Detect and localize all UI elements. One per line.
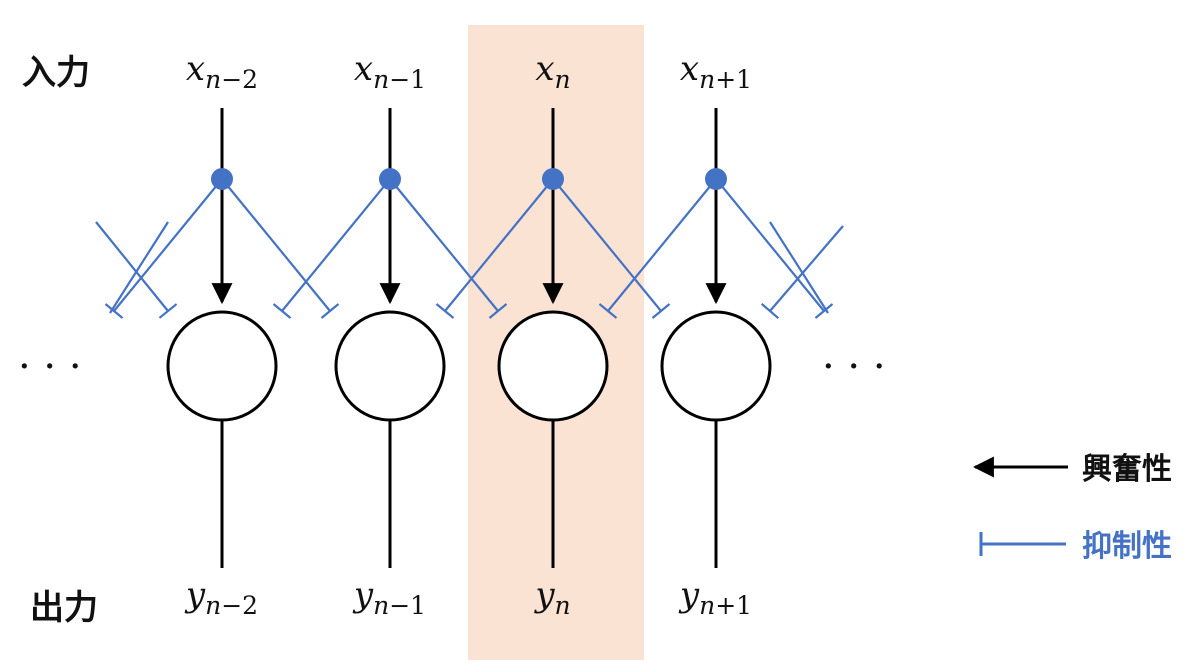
input-label-3: xn+1	[680, 49, 752, 94]
input-label-1-sub-var: n	[373, 65, 389, 94]
excitatory-connections	[211, 108, 727, 305]
output-row-label: 出力	[30, 588, 98, 628]
output-label-1-sub-rest: −1	[389, 591, 426, 620]
inhibitory-connections	[95, 178, 844, 320]
neuron-0	[166, 310, 278, 422]
neuron-2	[497, 310, 609, 422]
input-label-1-base: x	[354, 49, 373, 89]
inhibitory-link-right-2	[552, 178, 662, 312]
output-label-3-base: y	[678, 575, 700, 615]
output-label-0-sub-rest: −2	[221, 591, 258, 620]
inhibitory-edge-tail-right	[769, 221, 829, 314]
inhibitory-link-left-2	[444, 178, 554, 312]
input-row-label: 入力	[22, 53, 90, 93]
legend-excitatory-label: 興奮性	[1082, 452, 1172, 487]
legend: 興奮性 抑制性	[972, 452, 1172, 564]
neurons	[166, 310, 772, 568]
inhibitory-link-edge-right	[769, 225, 844, 312]
inhibitory-link-left-1-bar	[272, 303, 292, 319]
input-label-2: xn	[535, 49, 570, 94]
output-label-1: yn−1	[352, 575, 426, 620]
neuron-3	[660, 310, 772, 422]
input-label-3-sub-var: n	[699, 65, 715, 94]
inhibitory-link-right-1-bar	[488, 303, 508, 319]
inhibitory-link-left-3	[607, 178, 717, 312]
output-label-3-sub-rest: +1	[715, 591, 752, 620]
input-label-3-base: x	[680, 49, 699, 89]
inhibitory-link-edge-right-bar	[760, 302, 780, 320]
output-label-1-sub-var: n	[373, 591, 389, 620]
input-label-0-base: x	[186, 49, 205, 89]
output-label-1-base: y	[352, 575, 374, 615]
output-label-0: yn−2	[184, 575, 258, 620]
inhibitory-link-left-2-bar	[435, 303, 455, 319]
inhibitory-link-right-0-bar	[320, 303, 340, 319]
inhibitory-edge-tail-left	[109, 221, 169, 314]
input-label-1-sub-rest: −1	[389, 65, 426, 94]
inhibitory-link-right-3	[715, 178, 825, 312]
input-label-3-sub-rest: +1	[715, 65, 752, 94]
inhibitory-link-edge-left	[95, 221, 169, 312]
left-ellipsis: · · ·	[18, 344, 82, 390]
input-label-2-base: x	[535, 49, 554, 89]
output-label-0-base: y	[184, 575, 206, 615]
output-label-2-base: y	[533, 575, 555, 615]
branch-node-2	[542, 168, 564, 190]
output-label-2-sub-var: n	[555, 591, 571, 620]
input-label-1: xn−1	[354, 49, 426, 94]
output-label-3: yn+1	[678, 575, 752, 620]
output-label-0-sub-var: n	[205, 591, 221, 620]
output-label-2: yn	[533, 575, 570, 620]
right-ellipsis: · · ·	[822, 344, 886, 390]
branch-node-0	[211, 168, 233, 190]
output-label-3-sub-var: n	[699, 591, 715, 620]
inhibitory-link-left-0	[113, 178, 223, 312]
input-label-0-sub-var: n	[205, 65, 221, 94]
inhibitory-link-edge-left-bar	[158, 303, 178, 319]
input-label-0-sub-rest: −2	[221, 65, 258, 94]
neuron-1	[334, 310, 446, 422]
inhibitory-link-left-0-bar	[104, 303, 124, 319]
input-label-2-sub-var: n	[555, 65, 571, 94]
input-label-0: xn−2	[186, 49, 258, 94]
inhibitory-link-left-1	[281, 178, 391, 312]
inhibitory-link-right-2-bar	[651, 303, 671, 319]
legend-inhibitory-label: 抑制性	[1082, 529, 1172, 564]
inhibitory-link-right-3-bar	[814, 303, 834, 319]
inhibitory-link-left-3-bar	[598, 303, 618, 319]
branch-node-3	[705, 168, 727, 190]
branch-node-1	[379, 168, 401, 190]
inhibitory-link-right-1	[389, 178, 499, 312]
inhibitory-link-right-0	[221, 178, 331, 312]
